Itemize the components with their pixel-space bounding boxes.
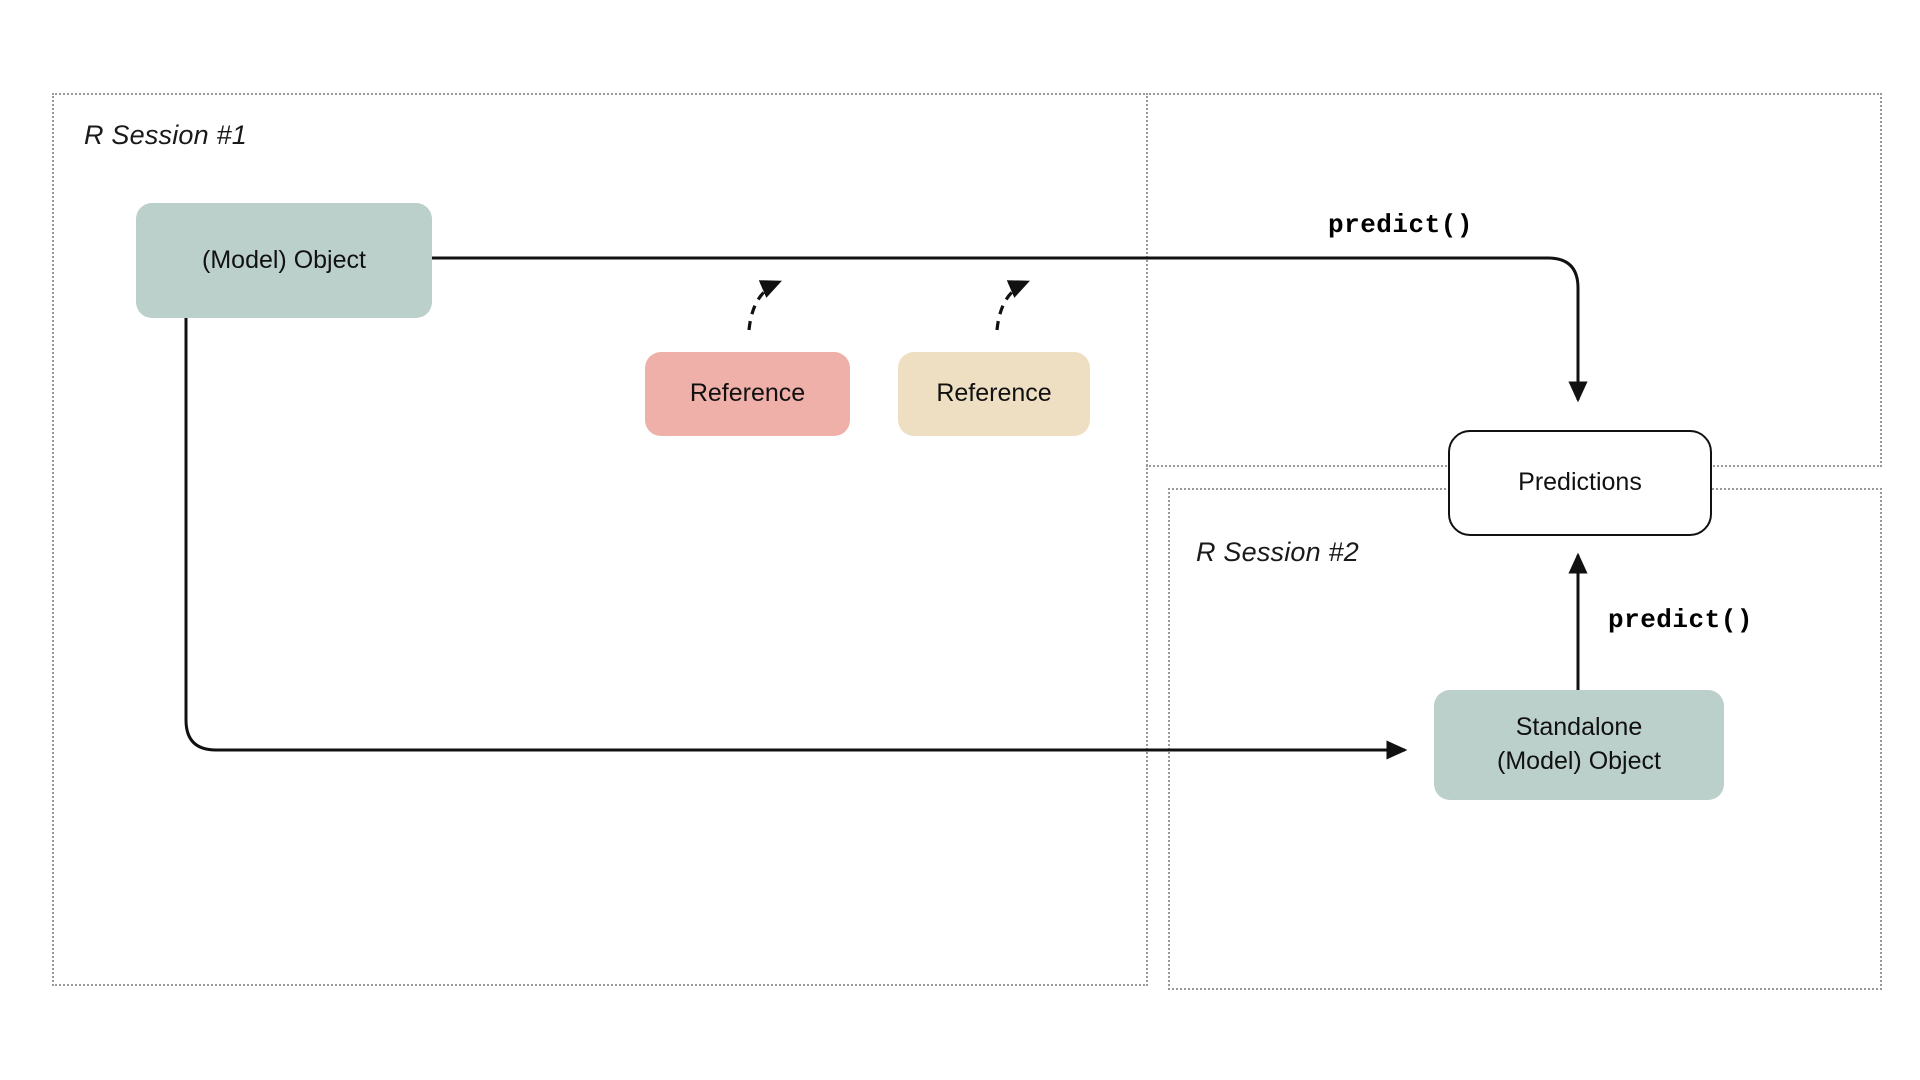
node-reference-beige-label: Reference bbox=[936, 379, 1052, 408]
predict-label-bottom: predict() bbox=[1608, 605, 1753, 635]
node-reference-red[interactable]: Reference bbox=[645, 352, 850, 436]
session-1-label: R Session #1 bbox=[84, 120, 247, 150]
node-model-object[interactable]: (Model) Object bbox=[136, 203, 432, 318]
session-2-label: R Session #2 bbox=[1196, 537, 1359, 567]
node-reference-red-label: Reference bbox=[689, 379, 806, 408]
node-reference-beige[interactable]: Reference bbox=[898, 352, 1090, 436]
node-standalone-line-2: (Model) Object bbox=[1497, 747, 1661, 775]
node-standalone-model-object[interactable]: Standalone (Model) Object bbox=[1434, 690, 1724, 800]
edge-reference-beige-link bbox=[995, 280, 1030, 331]
node-standalone-line-1: Standalone bbox=[1515, 713, 1643, 742]
edge-export bbox=[184, 318, 1408, 760]
node-model-object-label: (Model) Object bbox=[202, 245, 366, 274]
node-predictions[interactable]: Predictions bbox=[1448, 430, 1712, 536]
edge-predict-top bbox=[432, 256, 1588, 403]
edge-reference-red-link bbox=[747, 280, 782, 331]
session-1-container bbox=[52, 93, 1148, 986]
predict-label-top: predict() bbox=[1328, 210, 1473, 240]
node-predictions-label: Predictions bbox=[1518, 468, 1642, 497]
session-1-right-extension bbox=[1146, 93, 1882, 467]
